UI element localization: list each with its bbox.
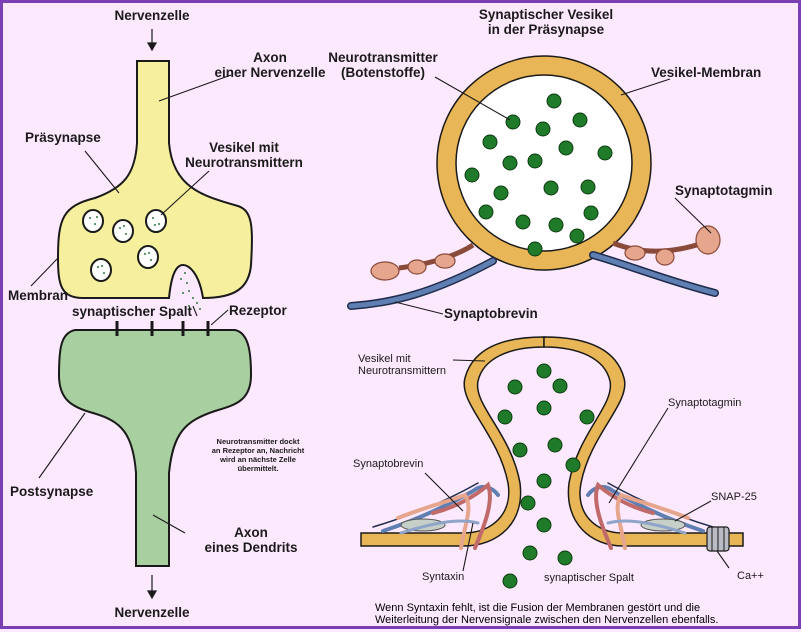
synaptobrevin-protein-top (347, 251, 719, 310)
label-axon-dendrit: Axon eines Dendrits (204, 525, 298, 556)
vesicle (137, 245, 159, 269)
top-right-leader-lines (394, 76, 712, 315)
neurotransmitter-dots (464, 93, 613, 257)
diagram-graphics (30, 29, 744, 600)
vesicle-lumen (455, 74, 633, 252)
caption: Wenn Syntaxin fehlt, ist die Fusion der … (375, 602, 719, 627)
label-synaptobrevin-top: Synaptobrevin (444, 306, 538, 321)
postsynapse-shape (57, 329, 253, 567)
label-membran: Membran (8, 288, 69, 303)
label-ca: Ca++ (737, 570, 764, 582)
label-syntaxin: Syntaxin (422, 571, 465, 583)
snare-complex-left (372, 481, 500, 550)
vesicle (90, 258, 112, 282)
bottom-right-leader-lines (424, 359, 730, 572)
vesicle-speckles (89, 216, 201, 310)
vesicle (112, 219, 134, 243)
label-rezeptor: Rezeptor (229, 303, 287, 318)
label-synaptischer-spalt-left: synaptischer Spalt (72, 304, 193, 319)
label-neurotransmitter: Neurotransmitter (Botenstoffe) (328, 50, 438, 81)
label-synaptotagmin-top: Synaptotagmin (675, 183, 773, 198)
left-leader-lines (30, 74, 232, 534)
left-arrows (146, 29, 158, 600)
label-nervenzelle-bottom: Nervenzelle (114, 605, 190, 620)
fusion-neurotransmitter-dots (497, 363, 595, 589)
label-note: Neurotransmitter dockt an Rezeptor an, N… (211, 437, 305, 473)
presynapse-shape (56, 60, 253, 300)
label-synaptotagmin-bottom: Synaptotagmin (668, 397, 742, 409)
label-snap25: SNAP-25 (711, 491, 757, 503)
vesicle (82, 209, 104, 233)
label-synaptobrevin-bottom: Synaptobrevin (353, 458, 424, 470)
fusion-membrane-right (543, 336, 744, 547)
label-synaptischer-spalt-bottom: synaptischer Spalt (544, 572, 634, 584)
label-postsynapse: Postsynapse (10, 484, 94, 499)
label-vesikel-membran: Vesikel-Membran (651, 65, 762, 80)
calcium-channel (706, 526, 730, 552)
label-vesikel-bottom: Vesikel mit Neurotransmittern (358, 353, 447, 378)
label-title: Synaptischer Vesikel in der Präsynapse (478, 7, 614, 38)
label-praesynapse: Präsynapse (25, 130, 101, 145)
label-axon-nervenzelle: Axon einer Nervenzelle (214, 50, 326, 81)
label-nervenzelle-top: Nervenzelle (114, 8, 190, 23)
label-vesikel-left: Vesikel mit Neurotransmittern (185, 140, 303, 171)
vesicle (145, 209, 167, 233)
presynapse-vesicles (82, 209, 167, 282)
receptors (115, 321, 210, 336)
synaptotagmin-protein-top (370, 225, 721, 281)
